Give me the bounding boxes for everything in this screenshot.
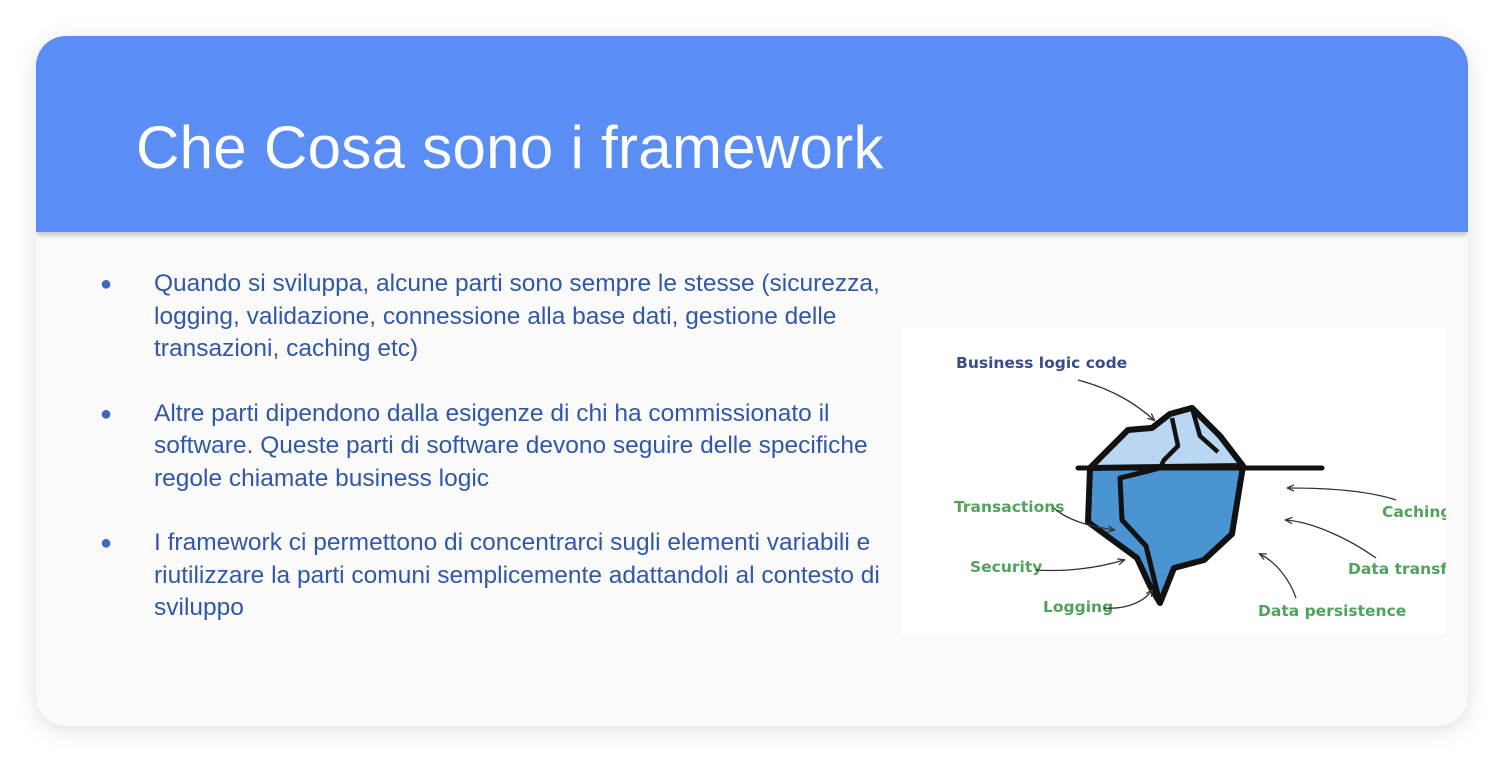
label-security: Security bbox=[970, 558, 1042, 576]
label-logging: Logging bbox=[1043, 598, 1113, 616]
bullet-dot-icon: ● bbox=[100, 273, 113, 295]
bullet-text: I framework ci permettono di concentrarc… bbox=[154, 529, 880, 621]
slide-header: Che Cosa sono i framework bbox=[36, 36, 1468, 232]
label-transactions: Transactions bbox=[954, 498, 1065, 516]
label-business-logic: Business logic code bbox=[956, 354, 1127, 372]
slide: Che Cosa sono i framework ● Quando si sv… bbox=[36, 36, 1468, 726]
bullet-text: Quando si sviluppa, alcune parti sono se… bbox=[154, 270, 880, 362]
bullet-list: ● Quando si sviluppa, alcune parti sono … bbox=[98, 268, 898, 657]
label-data-transfer: Data transfer bbox=[1348, 560, 1446, 578]
arrow-security bbox=[1035, 560, 1124, 572]
iceberg-icon bbox=[1075, 405, 1325, 606]
bullet-item: ● Quando si sviluppa, alcune parti sono … bbox=[98, 268, 898, 366]
arrow-business-logic bbox=[1077, 379, 1154, 420]
iceberg-figure: Business logic code Transactions Securit… bbox=[902, 328, 1446, 634]
bullet-dot-icon: ● bbox=[100, 532, 113, 554]
arrow-data-transfer bbox=[1286, 520, 1377, 559]
bullet-item: ● Altre parti dipendono dalla esigenze d… bbox=[98, 398, 898, 496]
slide-title: Che Cosa sono i framework bbox=[136, 114, 884, 181]
bullet-item: ● I framework ci permettono di concentra… bbox=[98, 527, 898, 625]
arrow-data-persistence bbox=[1260, 554, 1297, 599]
bullet-dot-icon: ● bbox=[100, 402, 113, 425]
label-arrows bbox=[1035, 379, 1397, 609]
arrow-logging bbox=[1103, 590, 1152, 609]
bullet-text: Altre parti dipendono dalla esigenze di … bbox=[154, 399, 868, 492]
arrow-caching bbox=[1288, 488, 1397, 501]
label-data-persistence: Data persistence bbox=[1258, 602, 1406, 620]
iceberg-diagram: Business logic code Transactions Securit… bbox=[954, 354, 1446, 620]
arrow-transactions bbox=[1053, 507, 1114, 530]
label-caching: Caching bbox=[1382, 503, 1446, 521]
